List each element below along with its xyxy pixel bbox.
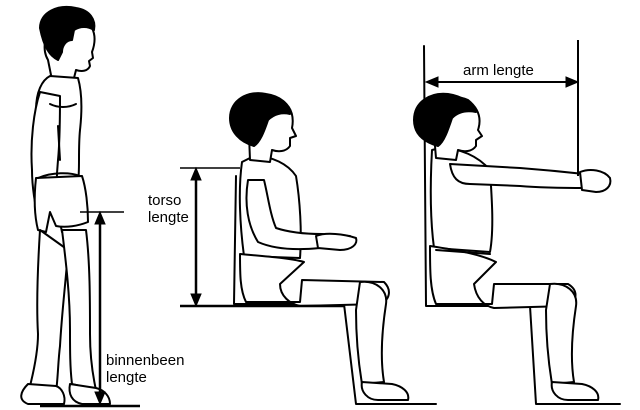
torso-length-label: torso lengte xyxy=(148,192,189,226)
arrowhead-down xyxy=(191,294,201,306)
inseam-length-label-line2: lengte xyxy=(106,369,184,386)
seated-figure-arm xyxy=(414,46,620,404)
seated-figure-torso xyxy=(230,93,436,404)
torso-length-label-line1: torso xyxy=(148,192,189,209)
torso-length-label-line2: lengte xyxy=(148,209,189,226)
inseam-length-label-line1: binnenbeen xyxy=(106,352,184,369)
arrowhead-up xyxy=(95,212,105,224)
standing-figure xyxy=(21,7,110,404)
arrowhead-left xyxy=(426,77,438,87)
inseam-length-label: binnenbeen lengte xyxy=(106,352,184,386)
arm-length-label: arm lengte xyxy=(460,62,537,79)
arrowhead-up xyxy=(191,168,201,180)
arrowhead-right xyxy=(566,77,578,87)
